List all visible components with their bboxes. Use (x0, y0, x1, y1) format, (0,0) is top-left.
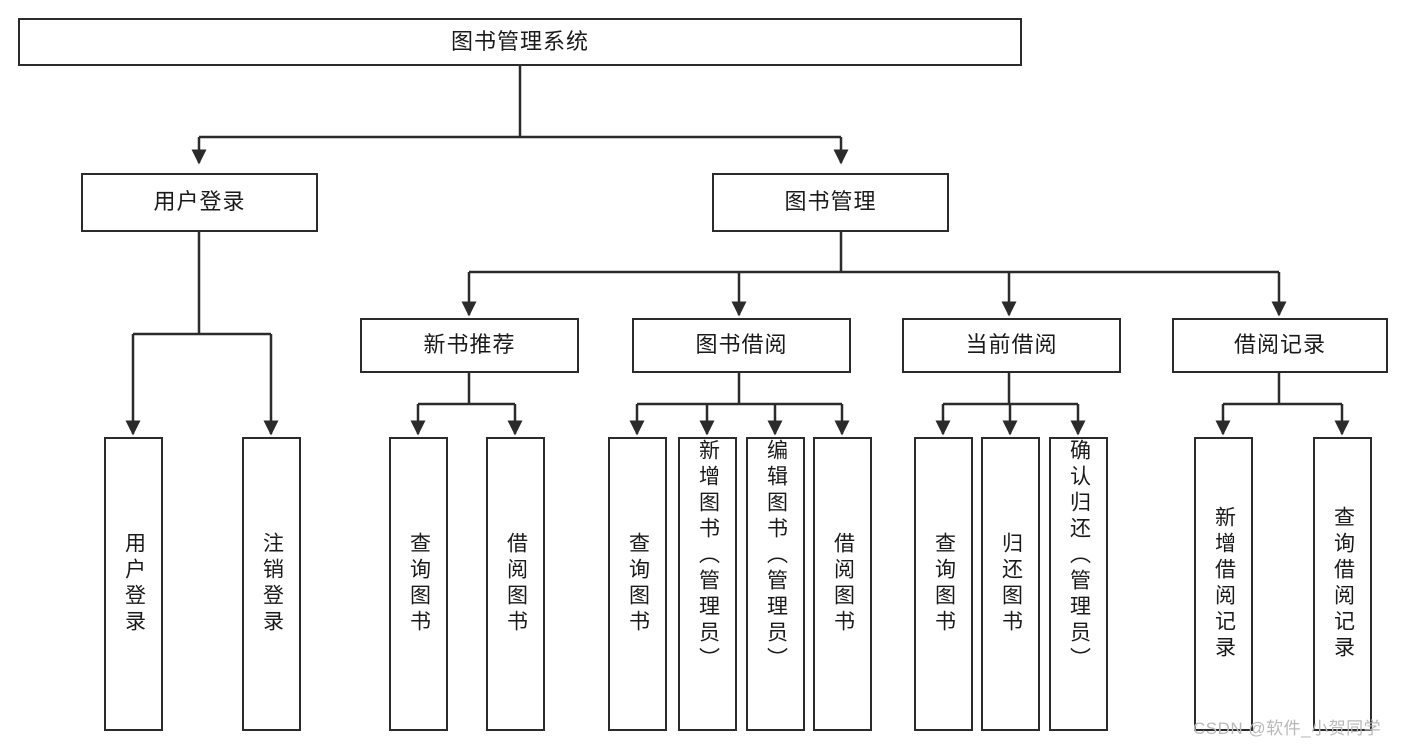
edges-root-to-level2 (191, 66, 849, 165)
leaf-current-borrow-0-label: 查询图书 (932, 532, 956, 636)
edges-book-borrow-to-leaves (629, 373, 850, 436)
leaf-user-login-1-label: 注销登录 (260, 532, 284, 636)
node-root-label: 图书管理系统 (450, 28, 589, 54)
leaf-book-borrow-3-label: 借阅图书 (831, 532, 855, 636)
leaf-current-borrow-1[interactable]: 归还图书 (981, 437, 1040, 731)
leaf-user-login-1[interactable]: 注销登录 (242, 437, 301, 731)
node-book-management[interactable]: 图书管理 (712, 173, 949, 232)
leaf-user-login-0-label: 用户登录 (122, 532, 146, 636)
leaf-borrow-record-1-label: 查询借阅记录 (1331, 506, 1355, 662)
edges-user-login-to-leaves (125, 232, 279, 436)
leaf-user-login-0[interactable]: 用户登录 (104, 437, 163, 731)
node-root[interactable]: 图书管理系统 (18, 18, 1022, 66)
node-borrow-record[interactable]: 借阅记录 (1172, 318, 1388, 373)
node-new-book-recommend[interactable]: 新书推荐 (360, 318, 579, 373)
node-book-borrow-label: 图书借阅 (695, 332, 788, 358)
edges-borrow-record-to-leaves (1215, 373, 1350, 436)
node-current-borrow[interactable]: 当前借阅 (902, 318, 1121, 373)
csdn-watermark: CSDN @软件_小贺同学 (1193, 719, 1382, 738)
leaf-book-borrow-3[interactable]: 借阅图书 (813, 437, 872, 731)
leaf-current-borrow-2[interactable]: 确认归还（管理员） (1049, 437, 1108, 731)
leaf-book-borrow-2-label: 编辑图书（管理员） (764, 439, 788, 673)
node-current-borrow-label: 当前借阅 (965, 332, 1058, 358)
edges-new-book-to-leaves (410, 373, 523, 436)
node-book-borrow[interactable]: 图书借阅 (632, 318, 851, 373)
leaf-new-book-0-label: 查询图书 (407, 532, 431, 636)
edges-book-mgmt-to-level3 (461, 232, 1287, 317)
leaf-borrow-record-0-label: 新增借阅记录 (1212, 506, 1236, 662)
leaf-current-borrow-1-label: 归还图书 (999, 532, 1023, 636)
node-borrow-record-label: 借阅记录 (1233, 332, 1326, 358)
leaf-borrow-record-0[interactable]: 新增借阅记录 (1194, 437, 1253, 731)
leaf-borrow-record-1[interactable]: 查询借阅记录 (1313, 437, 1372, 731)
leaf-new-book-0[interactable]: 查询图书 (389, 437, 448, 731)
leaf-current-borrow-2-label: 确认归还（管理员） (1067, 439, 1091, 673)
node-user-login[interactable]: 用户登录 (81, 173, 318, 232)
node-user-login-label: 用户登录 (153, 189, 246, 215)
leaf-book-borrow-1[interactable]: 新增图书（管理员） (678, 437, 737, 731)
leaf-current-borrow-0[interactable]: 查询图书 (914, 437, 973, 731)
edges-current-borrow-to-leaves (935, 373, 1086, 436)
node-new-book-recommend-label: 新书推荐 (423, 332, 516, 358)
leaf-book-borrow-0-label: 查询图书 (626, 532, 650, 636)
leaf-book-borrow-0[interactable]: 查询图书 (608, 437, 667, 731)
node-book-management-label: 图书管理 (784, 189, 877, 215)
leaf-book-borrow-2[interactable]: 编辑图书（管理员） (746, 437, 805, 731)
leaf-new-book-1-label: 借阅图书 (504, 532, 528, 636)
leaf-book-borrow-1-label: 新增图书（管理员） (696, 439, 720, 673)
leaf-new-book-1[interactable]: 借阅图书 (486, 437, 545, 731)
